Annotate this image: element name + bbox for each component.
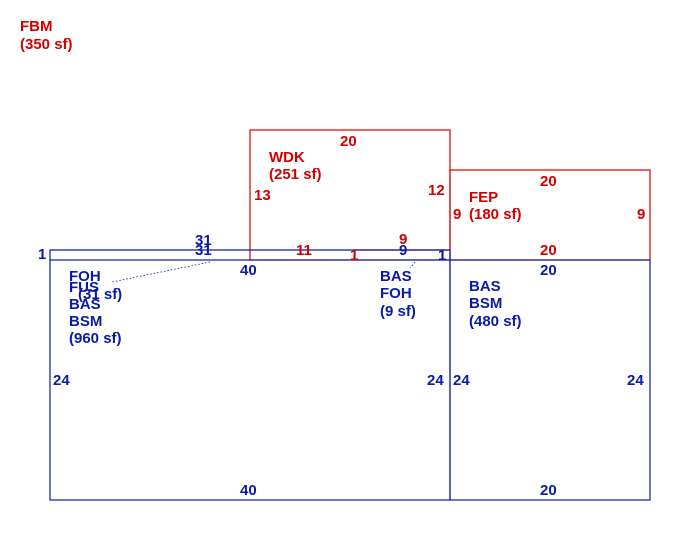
bas-foh-code2: FOH xyxy=(380,285,412,302)
bas-foh-leader-line xyxy=(409,261,416,269)
main-dim-right: 24 xyxy=(427,372,444,389)
fep-dim-bottom: 20 xyxy=(540,242,557,259)
small-red-dim-bottom: 9 xyxy=(399,242,407,259)
right-code2: BSM xyxy=(469,295,502,312)
fep-area: (180 sf) xyxy=(469,206,522,223)
bas-foh-code1: BAS xyxy=(380,268,412,285)
main-dim-bottom: 40 xyxy=(240,482,257,499)
fep-dim-right: 9 xyxy=(637,206,645,223)
wdk-dim-right: 12 xyxy=(428,182,445,199)
small-red-dim-top: 9 xyxy=(399,231,407,248)
right-code1: BAS xyxy=(469,278,501,295)
fus-strip-outline xyxy=(49,249,451,260)
main-dim-top: 40 xyxy=(240,262,257,279)
fep-dim-left: 9 xyxy=(453,206,461,223)
right-dim-left: 24 xyxy=(453,372,470,389)
right-dim-bottom: 20 xyxy=(540,482,557,499)
main-dim-left: 24 xyxy=(53,372,70,389)
right-area: (480 sf) xyxy=(469,313,522,330)
bas-foh-area: (9 sf) xyxy=(380,303,416,320)
wdk-dim-left: 13 xyxy=(254,187,271,204)
right-bas-outline xyxy=(449,259,651,501)
small-red-dim-left: 1 xyxy=(350,247,358,264)
strip-dim-left: 1 xyxy=(38,246,46,263)
right-dim-top: 20 xyxy=(540,262,557,279)
wdk-dim-top: 20 xyxy=(340,133,357,150)
wdk-area: (251 sf) xyxy=(269,166,322,183)
main-code-foh: FOH xyxy=(69,268,101,285)
main-code-fus: FUS xyxy=(69,279,99,296)
fus-leader-line xyxy=(111,261,211,283)
strip-dim-bottom: 31 xyxy=(195,242,212,259)
strip-dim-top: 31 xyxy=(195,232,212,249)
wdk-code: WDK xyxy=(269,149,305,166)
fep-code: FEP xyxy=(469,189,498,206)
right-dim-right: 24 xyxy=(627,372,644,389)
strip-dim-right: 1 xyxy=(438,247,446,264)
main-code-bas: BAS xyxy=(69,296,101,313)
fbm-area: (350 sf) xyxy=(20,36,73,53)
main-code-bsm: BSM xyxy=(69,313,102,330)
main-area: (960 sf) xyxy=(69,330,122,347)
fus-area: (31 sf) xyxy=(78,286,122,303)
fbm-code: FBM xyxy=(20,18,53,35)
fep-dim-top: 20 xyxy=(540,173,557,190)
wdk-dim-bottom: 11 xyxy=(296,242,312,259)
